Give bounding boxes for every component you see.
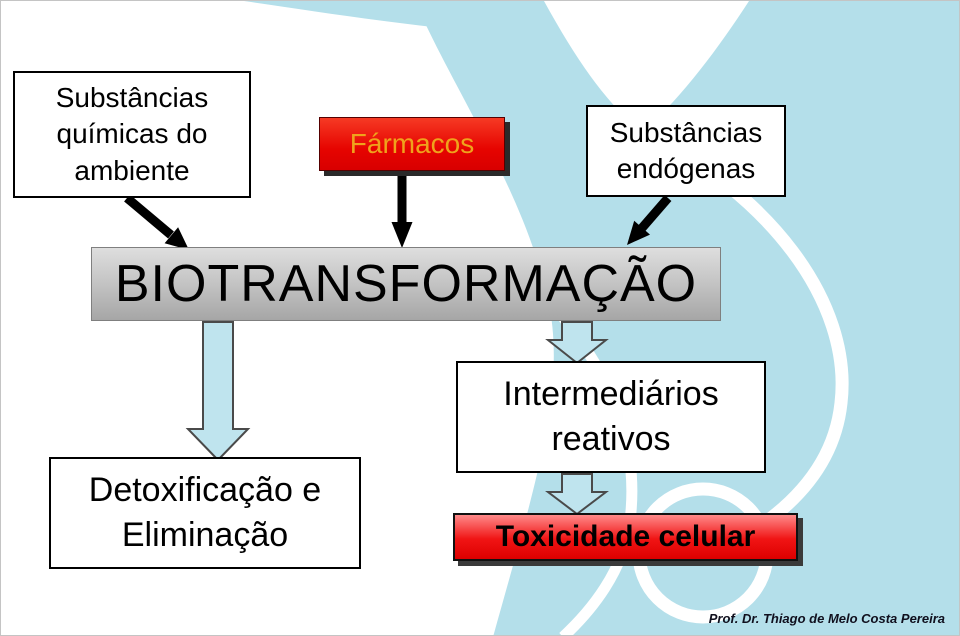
block-arrow-biotransformacao-to-intermediarios [545, 321, 609, 365]
author-credit: Prof. Dr. Thiago de Melo Costa Pereira [708, 611, 945, 626]
block-arrow-intermediarios-to-toxicidade [545, 473, 609, 516]
node-label: BIOTRANSFORMAÇÃO [114, 255, 698, 313]
node-label: Fármacos [349, 128, 475, 159]
watermark-leaf-notch [544, 1, 749, 132]
node-label: Detoxificação e Eliminação [88, 471, 322, 554]
node-label: Substâncias endógenas [609, 116, 763, 184]
node-substancias-endogenas: Substâncias endógenas [586, 105, 786, 197]
node-intermediarios-reativos: Intermediários reativos [456, 361, 766, 473]
node-farmacos: Fármacos [319, 117, 505, 171]
node-label: Substâncias químicas do ambiente [55, 81, 209, 186]
block-arrow-biotransformacao-to-detox [185, 321, 251, 462]
node-detoxificacao-eliminacao: Detoxificação e Eliminação [49, 457, 361, 569]
arrow-env-to-biotransformacao [124, 194, 189, 250]
node-label: Intermediários reativos [503, 375, 719, 458]
node-label: Toxicidade celular [495, 520, 756, 553]
node-biotransformacao: BIOTRANSFORMAÇÃO [91, 247, 721, 321]
arrow-endogenas-to-biotransformacao [627, 195, 672, 245]
arrow-farmacos-to-biotransformacao [391, 173, 413, 248]
node-toxicidade-celular: Toxicidade celular [453, 513, 798, 561]
watermark-top-strip [244, 1, 433, 27]
node-substancias-quimicas-ambiente: Substâncias químicas do ambiente [13, 71, 251, 198]
